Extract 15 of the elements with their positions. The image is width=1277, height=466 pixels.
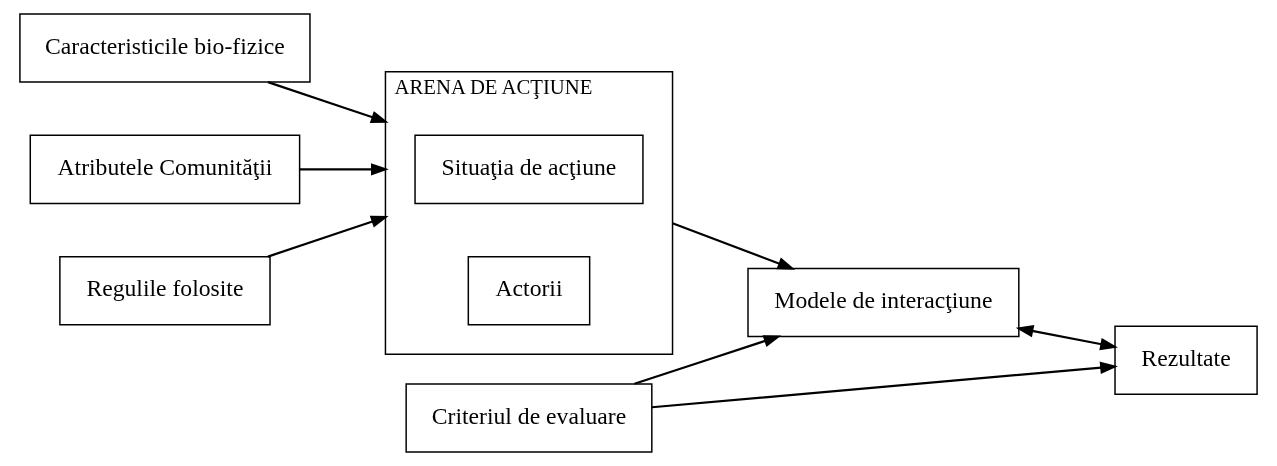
node-box: Regulile folosite	[59, 255, 271, 326]
arrow	[672, 222, 796, 270]
arrow	[267, 81, 389, 123]
node-box: Atributele Comunităţii	[29, 134, 301, 205]
arrow	[1015, 325, 1118, 351]
arrow	[651, 361, 1118, 409]
arrow	[267, 215, 389, 258]
node-box: Modele de interacţiune	[747, 267, 1020, 338]
node-box: Caracteristicile bio-fizice	[19, 13, 311, 83]
node-box: Actorii	[467, 255, 591, 326]
node-box: Rezultate	[1114, 325, 1258, 396]
arrow	[299, 163, 389, 176]
node-box: Situaţia de acţiune	[414, 134, 644, 205]
arrow	[634, 335, 782, 385]
node-box: Criteriul de evaluare	[405, 383, 653, 453]
